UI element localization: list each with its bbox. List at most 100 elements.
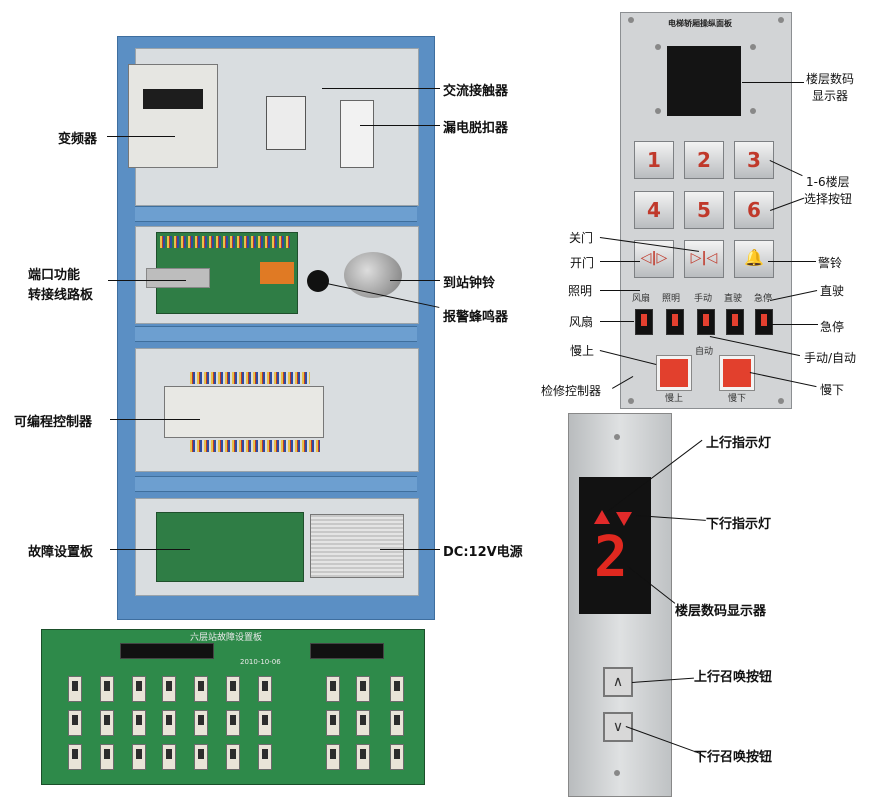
label-slow-down: 慢下 xyxy=(820,383,845,397)
switch-label-estop: 急停 xyxy=(754,294,773,304)
fault-toggle-switch[interactable] xyxy=(258,676,272,702)
vfd-unit xyxy=(128,64,218,168)
direction-arrows xyxy=(594,510,632,526)
hall-floor-display xyxy=(579,477,651,614)
label-port-board-1: 端口功能 xyxy=(28,268,81,283)
fault-toggle-switch[interactable] xyxy=(226,744,240,770)
fan-switch[interactable] xyxy=(635,309,653,335)
fault-toggle-switch[interactable] xyxy=(226,710,240,736)
floor-button-2[interactable]: 2 xyxy=(684,141,724,179)
label-vfd: 变频器 xyxy=(58,132,98,147)
leader-line xyxy=(390,280,440,281)
label-hall-floor-display: 楼层数码显示器 xyxy=(675,604,767,619)
connector-header xyxy=(120,643,214,659)
up-chevron-icon: ∧ xyxy=(612,674,624,690)
floor-button-6[interactable]: 6 xyxy=(734,191,774,229)
leader-line xyxy=(742,82,804,83)
fault-toggle-switch[interactable] xyxy=(326,676,340,702)
plc-unit xyxy=(164,386,324,438)
emergency-stop-switch[interactable] xyxy=(755,309,773,335)
fault-toggle-switch[interactable] xyxy=(132,744,146,770)
fault-toggle-switch[interactable] xyxy=(132,676,146,702)
label-close-door: 关门 xyxy=(569,231,594,245)
label-ac-contactor: 交流接触器 xyxy=(443,84,509,99)
slow-down-button[interactable] xyxy=(719,355,755,391)
cabinet-rail xyxy=(135,476,417,492)
fault-toggle-switch[interactable] xyxy=(390,744,404,770)
fault-toggle-switch[interactable] xyxy=(258,710,272,736)
leader-line xyxy=(772,324,818,325)
car-panel-title: 电梯轿厢操纵面板 xyxy=(668,19,732,28)
label-floor-buttons-1: 1-6楼层 xyxy=(806,175,850,189)
fault-toggle-switch[interactable] xyxy=(390,676,404,702)
fault-toggle-switch[interactable] xyxy=(100,744,114,770)
up-call-button[interactable]: ∧ xyxy=(603,667,633,697)
floor-button-5[interactable]: 5 xyxy=(684,191,724,229)
direct-drive-switch[interactable] xyxy=(726,309,744,335)
label-leakage-breaker: 漏电脱扣器 xyxy=(443,121,509,136)
wiring xyxy=(190,372,310,384)
label-down-indicator: 下行指示灯 xyxy=(706,517,772,532)
lighting-switch[interactable] xyxy=(666,309,684,335)
fault-toggle-switch[interactable] xyxy=(194,744,208,770)
wiring xyxy=(160,236,290,248)
fault-toggle-switch[interactable] xyxy=(162,676,176,702)
up-arrow-icon xyxy=(594,510,610,524)
leader-line xyxy=(107,136,175,137)
label-floor-display-1: 楼层数码 xyxy=(806,72,855,86)
fault-toggle-switch[interactable] xyxy=(162,744,176,770)
fault-toggle-switch[interactable] xyxy=(68,676,82,702)
ribbon-cable xyxy=(146,268,210,288)
leader-line xyxy=(108,280,186,281)
label-floor-buttons-2: 选择按钮 xyxy=(804,192,853,206)
fault-toggle-switch[interactable] xyxy=(100,710,114,736)
switch-label-light: 照明 xyxy=(662,294,681,304)
car-floor-display xyxy=(667,46,741,116)
fault-toggle-switch[interactable] xyxy=(68,744,82,770)
leader-line xyxy=(110,419,200,420)
fault-toggle-switch[interactable] xyxy=(132,710,146,736)
label-fan: 风扇 xyxy=(569,315,594,329)
fault-toggle-switch[interactable] xyxy=(226,676,240,702)
fault-toggle-switch[interactable] xyxy=(356,744,370,770)
slow-up-button[interactable] xyxy=(656,355,692,391)
arrival-bell-unit xyxy=(344,252,402,298)
fault-toggle-switch[interactable] xyxy=(194,710,208,736)
bell-icon: 🔔 xyxy=(744,248,764,267)
label-lighting: 照明 xyxy=(568,284,593,298)
fault-toggle-switch[interactable] xyxy=(258,744,272,770)
label-alarm-buzzer: 报警蜂鸣器 xyxy=(443,310,509,325)
floor-button-4[interactable]: 4 xyxy=(634,191,674,229)
alarm-bell-button[interactable]: 🔔 xyxy=(734,240,774,278)
label-fault-board: 故障设置板 xyxy=(28,545,94,560)
leader-line xyxy=(768,261,816,262)
switch-label-auto: 自动 xyxy=(695,347,714,357)
ac-contactor-unit xyxy=(266,96,306,150)
label-maintenance-controller: 检修控制器 xyxy=(541,384,602,398)
fault-toggle-switch[interactable] xyxy=(100,676,114,702)
fault-toggle-switch[interactable] xyxy=(326,744,340,770)
leader-line xyxy=(380,549,440,550)
fault-toggle-switch[interactable] xyxy=(356,676,370,702)
fault-toggle-switch[interactable] xyxy=(356,710,370,736)
fault-toggle-switch[interactable] xyxy=(194,676,208,702)
buzzer-unit xyxy=(307,270,329,292)
label-psu: DC:12V电源 xyxy=(443,545,523,560)
manual-auto-switch[interactable] xyxy=(697,309,715,335)
label-emergency-stop: 急停 xyxy=(820,320,845,334)
leader-line xyxy=(600,261,640,262)
fault-toggle-switch[interactable] xyxy=(162,710,176,736)
floor-button-3[interactable]: 3 xyxy=(734,141,774,179)
panel-label-slow-down: 慢下 xyxy=(728,394,747,404)
floor-button-1[interactable]: 1 xyxy=(634,141,674,179)
label-plc: 可编程控制器 xyxy=(14,415,93,430)
fault-toggle-switch[interactable] xyxy=(326,710,340,736)
leader-line xyxy=(360,125,440,126)
hall-floor-digit: 2 xyxy=(594,525,628,590)
fault-toggle-switch[interactable] xyxy=(390,710,404,736)
label-manual-auto: 手动/自动 xyxy=(804,351,857,365)
fault-toggle-switch[interactable] xyxy=(68,710,82,736)
leader-line xyxy=(110,549,190,550)
label-arrival-bell: 到站钟铃 xyxy=(443,276,496,291)
close-door-button[interactable]: ▷|◁ xyxy=(684,240,724,278)
